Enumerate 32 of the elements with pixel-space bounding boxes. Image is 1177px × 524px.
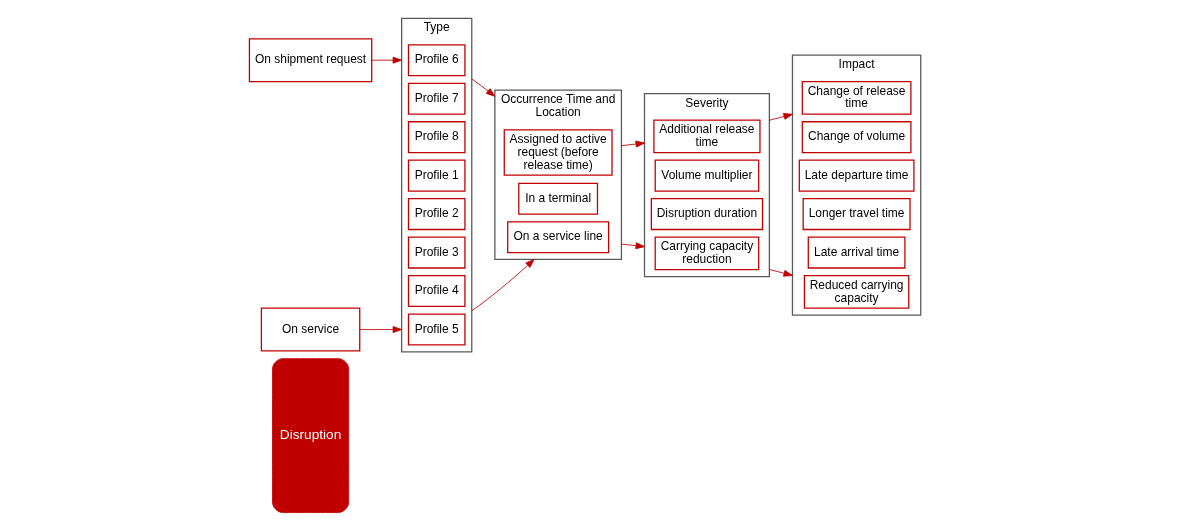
node-box: Profile 5 <box>407 313 466 346</box>
node-box: Additional release time <box>653 119 761 154</box>
node-box: Disruption <box>272 358 350 513</box>
arrow <box>471 78 496 97</box>
arrow <box>621 140 645 148</box>
node-box: Profile 4 <box>407 275 466 308</box>
arrow <box>768 113 793 121</box>
node-box: Change of release time <box>801 80 912 115</box>
node-box: Volume multiplier <box>654 159 760 192</box>
node-box: Reduced carrying capacity <box>803 275 910 309</box>
node-box: Assigned to active request (before release time) <box>503 129 613 176</box>
node-box: Profile 6 <box>407 44 466 77</box>
arrow <box>359 326 403 333</box>
arrow <box>768 269 793 277</box>
node-box: Profile 1 <box>407 159 466 192</box>
arrow <box>371 56 403 64</box>
arrow <box>471 259 535 312</box>
node-box: On shipment request <box>248 38 373 83</box>
node-box: Carrying capacity reduction <box>654 236 760 271</box>
node-box: Change of volume <box>801 121 912 154</box>
node-box: Late departure time <box>798 159 915 192</box>
arrow <box>621 242 645 250</box>
node-box: Profile 2 <box>407 198 466 231</box>
node-box: Late arrival time <box>807 236 906 269</box>
node-box: Longer travel time <box>802 198 911 231</box>
node-box: On a service line <box>507 221 610 254</box>
node-box: In a terminal <box>518 182 599 215</box>
node-box: Profile 3 <box>407 236 466 269</box>
node-box: Profile 7 <box>407 82 466 115</box>
node-box: On service <box>260 307 361 352</box>
node-box: Disruption duration <box>650 198 764 231</box>
node-box: Profile 8 <box>407 121 466 154</box>
